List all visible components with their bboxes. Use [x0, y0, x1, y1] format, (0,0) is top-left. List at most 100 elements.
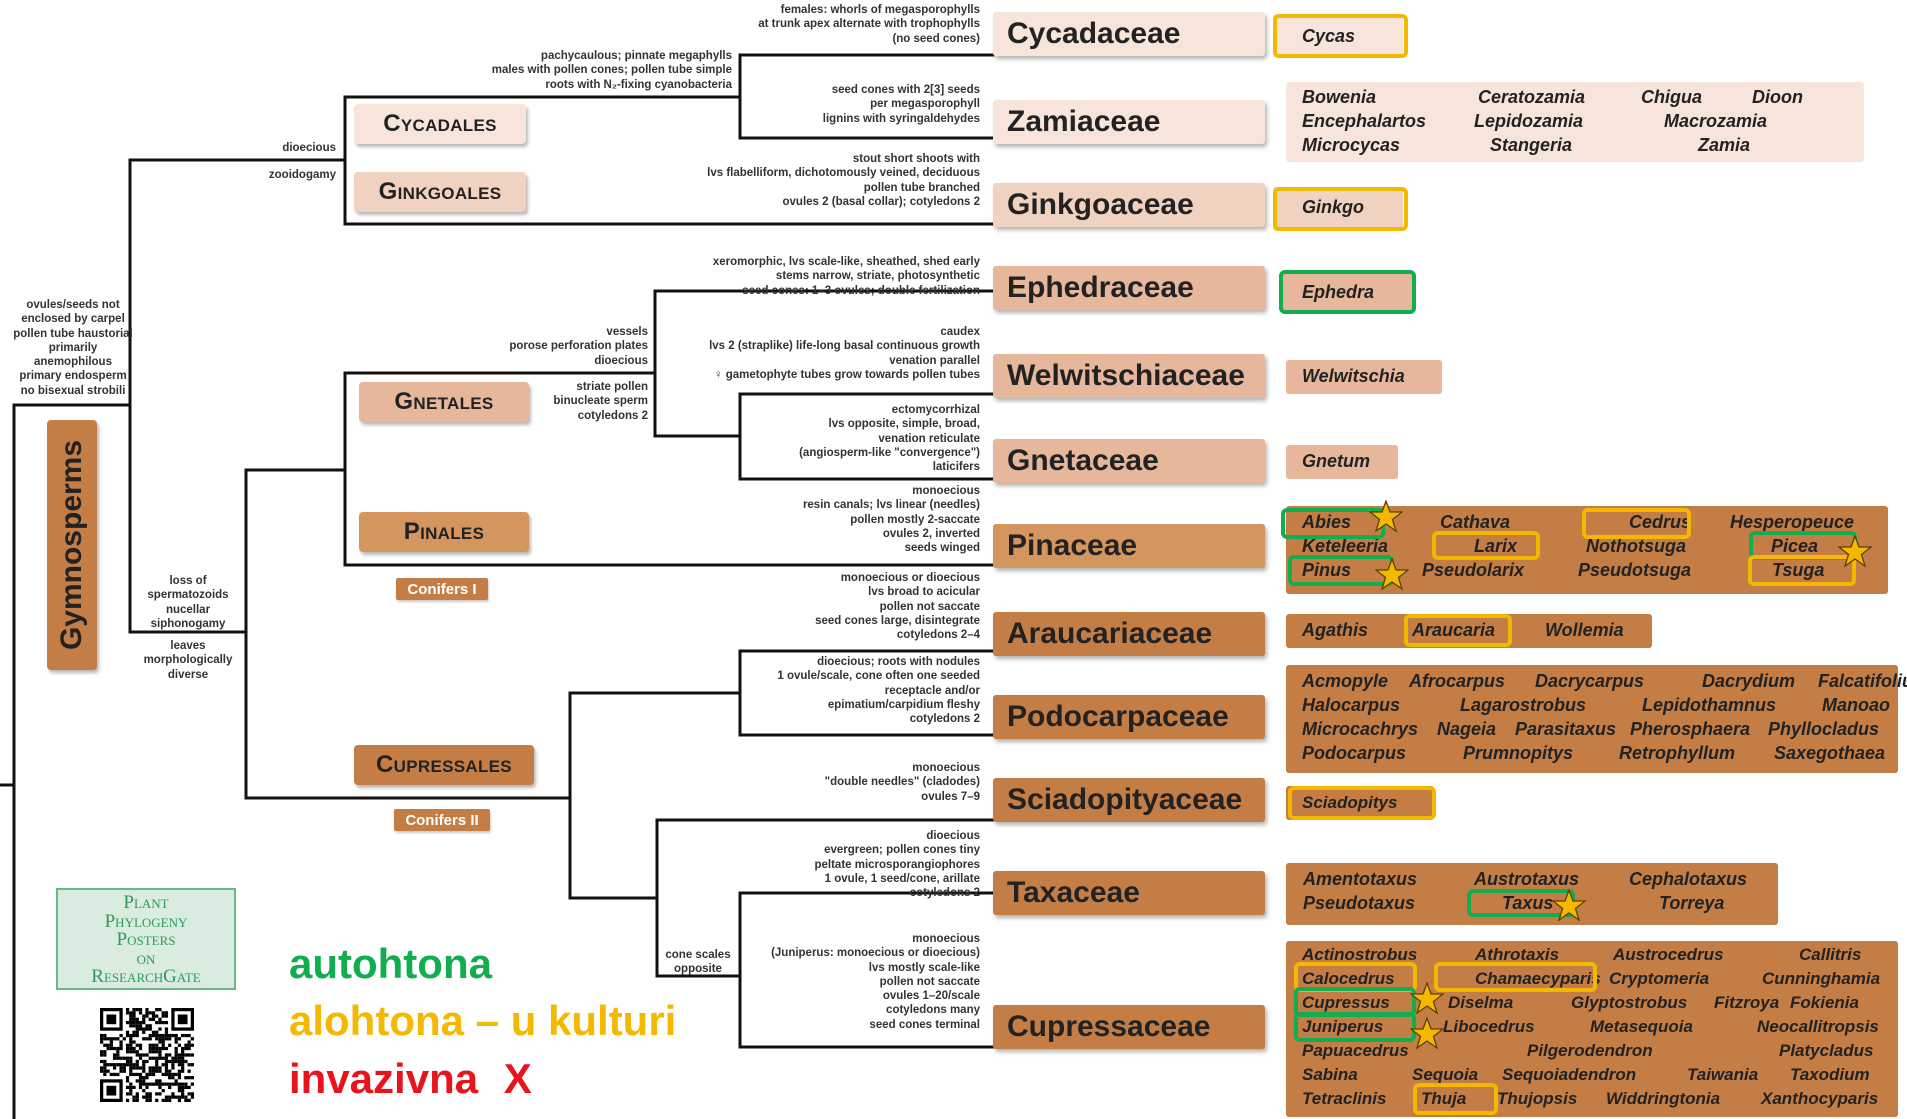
genus-widdringtonia: Widdringtonia [1606, 1089, 1721, 1108]
genus-halocarpus: Halocarpus [1302, 695, 1401, 715]
note-line: pollen tube branched [863, 181, 980, 194]
genus-keteleeria: Keteleeria [1302, 536, 1389, 556]
genus-manoao: Manoao [1822, 695, 1891, 715]
note-line: cotyledons 2 [577, 409, 648, 422]
genus-falcatifolium: Falcatifolium [1818, 671, 1907, 691]
note-line: pollen not saccate [879, 975, 980, 988]
note-line: xeromorphic, lvs scale-like, sheathed, s… [712, 256, 980, 268]
note-line: lvs mostly scale-like [868, 961, 980, 974]
genus-lepidozamia: Lepidozamia [1474, 111, 1584, 131]
note-conifer-gnetales: loss of spermatozoids nucellar siphonoga… [140, 574, 236, 631]
note-line: cotyledons 2 [909, 887, 980, 900]
family-notes-sciadopityaceae: monoecious"double needles" (cladodes)ovu… [680, 761, 980, 804]
legend-invasive: invazivna X [289, 1055, 532, 1103]
genus-podocarpus: Podocarpus [1302, 743, 1407, 763]
note-gnetales-bottom: striate pollen binucleate sperm cotyledo… [470, 380, 648, 423]
genus-sabina: Sabina [1302, 1065, 1358, 1084]
branch-taxaceae-cupressaceae [655, 891, 995, 1049]
genus-taiwania: Taiwania [1687, 1065, 1759, 1084]
genus-amentotaxus: Amentotaxus [1303, 869, 1418, 889]
note-line: ovules 1–20/scale [882, 990, 980, 1003]
highlight-ephedra [1279, 270, 1416, 314]
genus-ceratozamia: Ceratozamia [1478, 87, 1586, 107]
genus-pherosphaera: Pherosphaera [1630, 719, 1751, 739]
legend-native: autohtona [289, 940, 492, 987]
badge-line: ResearchGate [91, 966, 201, 987]
note-line: anemophilous [34, 356, 112, 369]
genus-fitzroya: Fitzroya [1714, 993, 1780, 1012]
note-line: diverse [167, 668, 209, 681]
source-badge[interactable]: Plant Phylogeny Posters on ResearchGate [56, 888, 236, 990]
note-line: stems narrow, striate, photosynthetic [775, 270, 980, 283]
genus-afrocarpus: Afrocarpus [1409, 671, 1506, 691]
genus-phyllocladus: Phyllocladus [1768, 719, 1880, 739]
family-welwitschiaceae: Welwitschiaceae [993, 354, 1265, 398]
genus-araucaria: Araucaria [1412, 620, 1496, 640]
note-line: primary endosperm [19, 370, 127, 383]
note-line: siphonogamy [150, 617, 226, 630]
note-line: (angiosperm-like "convergence") [799, 446, 980, 459]
genus-callitris: Callitris [1799, 945, 1862, 964]
note-line: pollen not saccate [879, 600, 980, 613]
genus-microcycas: Microcycas [1302, 135, 1401, 155]
genus-thujopsis: Thujopsis [1497, 1089, 1578, 1108]
branch-cupressales-rest [568, 818, 659, 978]
note-line: seed cones: 1–3 ovules; double fertiliza… [742, 284, 980, 297]
genus-platycladus: Platycladus [1779, 1041, 1874, 1060]
genus-sequoia: Sequoia [1412, 1065, 1479, 1084]
genus-glyptostrobus: Glyptostrobus [1571, 993, 1688, 1012]
note-line: no bisexual strobili [20, 384, 126, 397]
branch-araucariaceae-podocarpaceae [568, 649, 995, 737]
genus-papuacedrus: Papuacedrus [1302, 1041, 1409, 1060]
highlight-cycas [1273, 14, 1408, 58]
genus-sciadopitys: Sciadopitys [1302, 793, 1398, 812]
highlight-ginkgo [1273, 187, 1408, 231]
qr-code-icon[interactable] [100, 1008, 194, 1102]
genus-macrozamia: Macrozamia [1664, 111, 1768, 131]
genus-picea: Picea [1771, 536, 1819, 556]
highlight-larix [1432, 531, 1540, 560]
note-line: binucleate sperm [553, 395, 648, 408]
badge-line: on [136, 947, 156, 969]
genus-chamaecyparis: Chamaecyparis [1475, 969, 1601, 988]
genus-cupressus: Cupressus [1302, 993, 1390, 1012]
note-line: seeds winged [904, 542, 980, 555]
genus-tsuga: Tsuga [1772, 560, 1825, 580]
note-cupressaceae-clade: cone scales opposite [660, 948, 736, 977]
genera-box-ginkgoaceae [1273, 187, 1403, 231]
order-ginkgoales: Ginkgoales [354, 172, 526, 212]
genus-taxodium: Taxodium [1790, 1065, 1870, 1084]
family-ginkgoaceae: Ginkgoaceae [993, 183, 1265, 227]
genus-cathava: Cathava [1440, 512, 1511, 532]
star-icon [1410, 982, 1444, 1015]
genus-prumnopitys: Prumnopitys [1463, 743, 1574, 763]
genus-agathis: Agathis [1302, 620, 1369, 640]
family-cupressaceae: Cupressaceae [993, 1005, 1265, 1049]
legend-invasive-label: invazivna [289, 1055, 479, 1102]
family-sciadopityaceae: Sciadopityaceae [993, 778, 1265, 822]
genus-microcachrys: Microcachrys [1302, 719, 1419, 739]
genus-calocedrus: Calocedrus [1302, 969, 1395, 988]
genera-box-ephedraceae [1283, 270, 1413, 314]
genus-neocallitropsis: Neocallitropsis [1757, 1017, 1879, 1036]
genus-ephedra: Ephedra [1302, 282, 1375, 302]
genus-xanthocyparis: Xanthocyparis [1761, 1089, 1879, 1108]
note-line: monoecious or dioecious [840, 572, 980, 584]
note-line: opposite [674, 963, 722, 976]
note-line: "double needles" (cladodes) [824, 776, 980, 789]
branch-cycadales [343, 53, 995, 140]
branch-conifers2 [244, 691, 572, 900]
genus-dacrycarpus: Dacrycarpus [1535, 671, 1645, 691]
note-line: males with pollen cones; pollen tube sim… [491, 64, 732, 77]
note-line: morphologically [143, 654, 233, 667]
highlight-araucaria [1404, 614, 1512, 647]
note-leaves: leaves morphologically diverse [134, 639, 242, 682]
gymnosperms-label: Gymnosperms [55, 439, 89, 651]
genus-taxus: Taxus [1502, 893, 1554, 913]
